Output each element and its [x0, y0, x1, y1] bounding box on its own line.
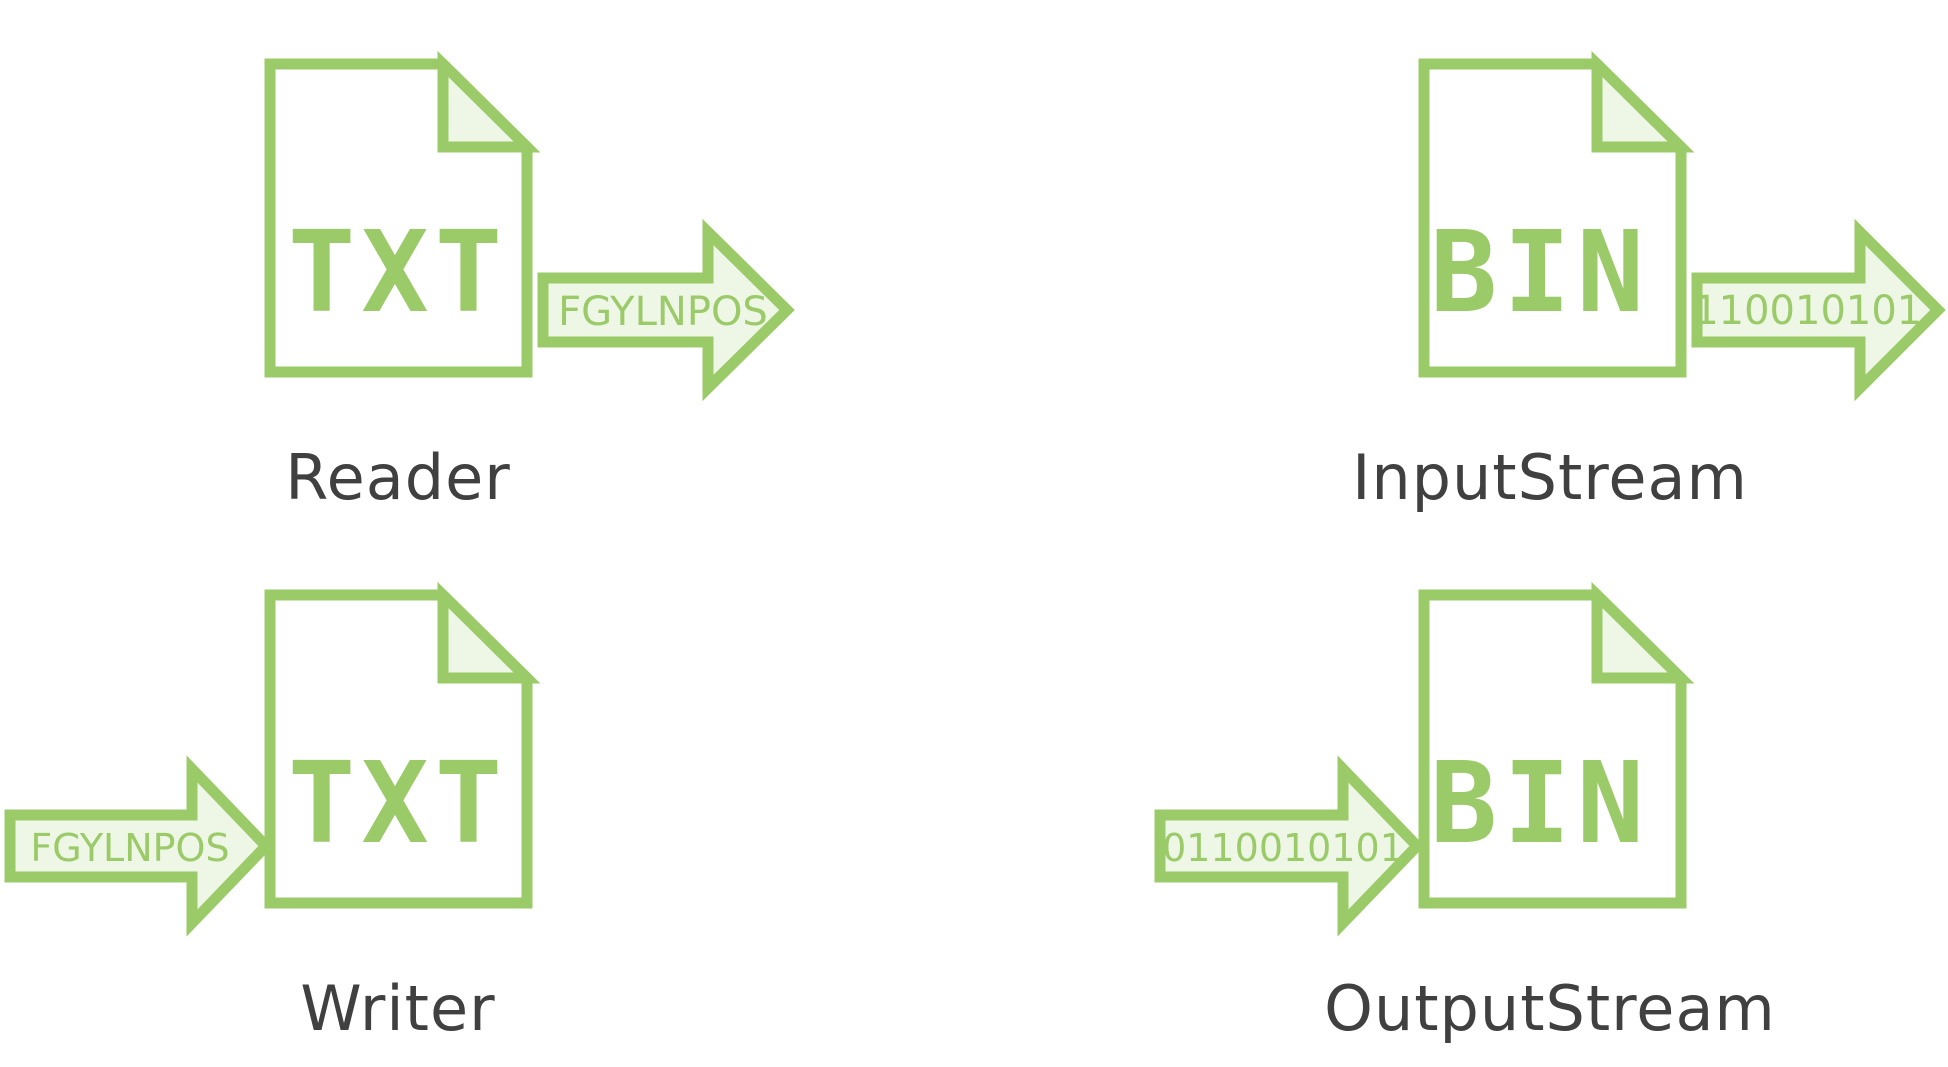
writer-panel: FGYLNPOS TXT	[4, 581, 541, 937]
reader-file-icon: TXT	[264, 50, 541, 378]
outputstream-arrow: 0110010101	[1154, 755, 1425, 937]
outputstream-panel: 0110010101 BIN	[1154, 581, 1695, 937]
reader-caption: Reader	[285, 441, 511, 514]
outputstream-stream-text: 0110010101	[1162, 826, 1404, 870]
outputstream-file-type: BIN	[1430, 739, 1650, 869]
reader-file-type: TXT	[288, 208, 508, 338]
inputstream-file-icon: BIN	[1418, 50, 1695, 378]
writer-arrow: FGYLNPOS	[4, 755, 274, 937]
writer-caption: Writer	[300, 972, 496, 1045]
inputstream-file-type: BIN	[1430, 208, 1650, 338]
writer-file-icon: TXT	[264, 581, 541, 909]
writer-file-type: TXT	[288, 739, 508, 869]
reader-arrow: FGYLNPOS	[537, 218, 795, 402]
reader-panel: FGYLNPOS TXT	[264, 50, 795, 402]
outputstream-file-icon: BIN	[1418, 581, 1695, 909]
inputstream-stream-text: 0110010101	[1668, 288, 1923, 334]
writer-stream-text: FGYLNPOS	[30, 826, 229, 870]
inputstream-panel: 0110010101 BIN	[1418, 50, 1946, 402]
inputstream-arrow: 0110010101	[1668, 218, 1946, 402]
inputstream-caption: InputStream	[1352, 441, 1748, 514]
outputstream-caption: OutputStream	[1324, 972, 1776, 1045]
reader-stream-text: FGYLNPOS	[558, 289, 768, 335]
